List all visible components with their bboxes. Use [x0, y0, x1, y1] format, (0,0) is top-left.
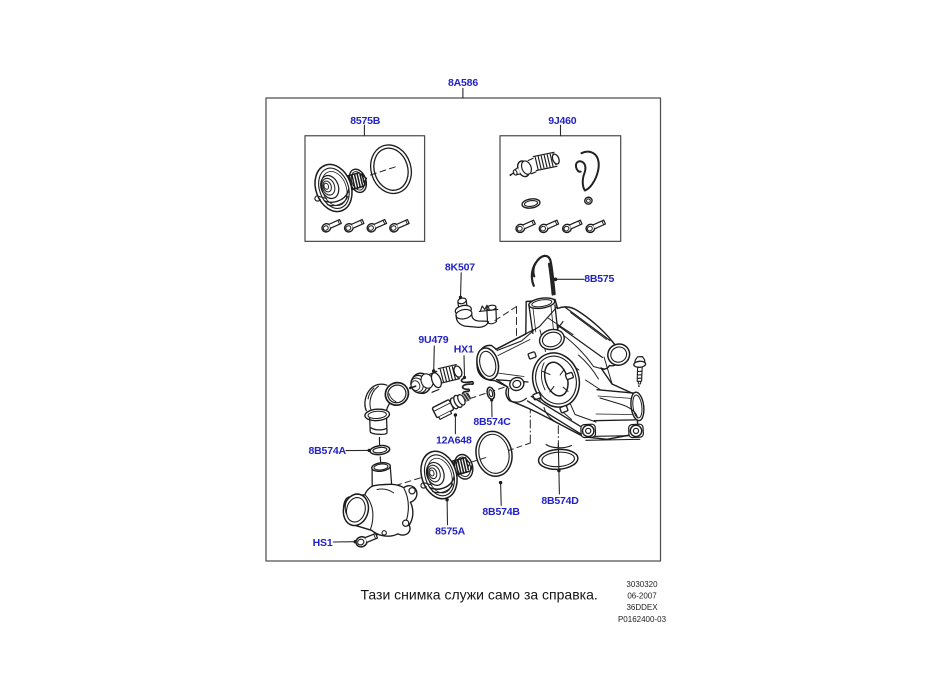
svg-text:12A648: 12A648 — [436, 435, 472, 447]
svg-text:8B574A: 8B574A — [309, 445, 347, 457]
svg-text:8K507: 8K507 — [445, 261, 475, 273]
svg-text:8B574C: 8B574C — [473, 416, 511, 428]
svg-text:8575B: 8575B — [350, 115, 381, 127]
svg-text:36DDEX: 36DDEX — [626, 603, 658, 612]
svg-text:06-2007: 06-2007 — [627, 592, 657, 601]
svg-text:3030320: 3030320 — [626, 580, 658, 589]
svg-text:8B574D: 8B574D — [541, 495, 579, 507]
svg-text:P0162400-03: P0162400-03 — [618, 615, 667, 624]
svg-text:8B575: 8B575 — [584, 273, 614, 285]
svg-text:HX1: HX1 — [454, 344, 474, 356]
svg-text:9U479: 9U479 — [418, 334, 448, 346]
svg-text:8B574B: 8B574B — [482, 506, 520, 518]
svg-text:8575A: 8575A — [435, 526, 466, 538]
svg-text:8A586: 8A586 — [448, 77, 478, 89]
svg-text:Тази снимка служи само за спра: Тази снимка служи само за справка. — [361, 587, 598, 603]
svg-text:9J460: 9J460 — [548, 115, 577, 127]
svg-text:HS1: HS1 — [313, 537, 333, 549]
